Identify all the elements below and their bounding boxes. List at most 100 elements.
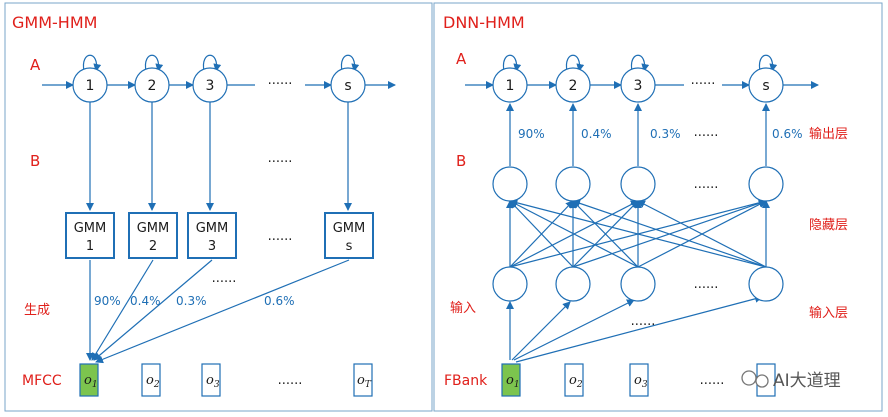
right-obs-ellipsis: ...... <box>700 373 725 388</box>
left-emission-ellipsis: ...... <box>212 271 237 286</box>
gmm-box-3 <box>187 212 237 259</box>
left-obs-ellipsis: ...... <box>278 373 303 388</box>
left-state-ellipsis: ...... <box>268 73 293 88</box>
layer-connections <box>506 198 770 268</box>
left-prob-3: 0.3% <box>176 294 207 308</box>
gmm-box-2-line1: GMM <box>137 221 170 236</box>
left-self-loop-3 <box>202 54 222 72</box>
gmm-hmm-panel: GMM-HMM A B 生成 MFCC 1 2 3 s ...... .....… <box>12 13 396 397</box>
left-title: GMM-HMM <box>12 13 97 32</box>
connection-3-2 <box>572 200 639 268</box>
gmm-box-1 <box>65 212 115 259</box>
left-gmm-ellipsis: ...... <box>268 229 293 244</box>
left-label-a: A <box>30 56 41 74</box>
output-node-3 <box>620 166 656 202</box>
left-state-1-label: 1 <box>86 78 95 94</box>
right-obs-2-label: o2 <box>569 373 583 390</box>
input-layer-ellipsis: ...... <box>694 277 719 292</box>
left-label-generate: 生成 <box>24 303 50 318</box>
connection-4-2 <box>572 199 767 268</box>
left-gen-arrow-s <box>95 259 350 364</box>
left-obs-2 <box>141 363 161 397</box>
left-label-b: B <box>30 152 40 170</box>
left-state-3-label: 3 <box>206 78 215 94</box>
right-input-arrow-s <box>515 294 763 363</box>
right-obs-3 <box>629 363 649 397</box>
layer-label-output: 输出层 <box>809 126 848 142</box>
right-label-a: A <box>456 50 467 68</box>
input-node-1 <box>492 266 528 302</box>
input-node-3 <box>620 266 656 302</box>
left-label-mfcc: MFCC <box>22 373 62 389</box>
left-panel-frame <box>4 2 433 412</box>
right-self-loop-1 <box>502 54 522 72</box>
gmm-box-s-line2: s <box>346 239 353 254</box>
right-prob-ellipsis: ...... <box>694 125 719 140</box>
right-state-2 <box>555 67 591 103</box>
left-gen-arrow-3 <box>93 259 213 361</box>
gmm-box-2 <box>128 212 178 259</box>
right-state-1-label: 1 <box>506 78 515 94</box>
gmm-box-2-line2: 2 <box>149 239 157 254</box>
right-input-arrow-2 <box>511 301 571 361</box>
right-input-ellipsis: ...... <box>631 314 656 329</box>
wechat-bubble-small-icon <box>755 374 769 388</box>
left-gen-arrow-2 <box>91 259 154 361</box>
gmm-box-s <box>324 212 374 259</box>
output-node-1 <box>492 166 528 202</box>
right-state-ellipsis: ...... <box>691 73 716 88</box>
left-self-loop-1 <box>82 54 102 72</box>
gmm-box-3-line2: 3 <box>208 239 216 254</box>
right-prob-s: 0.6% <box>772 127 803 141</box>
right-self-loop-s <box>758 54 778 72</box>
left-obs-2-label: o2 <box>146 373 160 390</box>
right-self-loop-3 <box>630 54 650 72</box>
right-obs-2 <box>564 363 584 397</box>
left-state-2-label: 2 <box>148 78 157 94</box>
left-prob-s: 0.6% <box>264 294 295 308</box>
right-state-3-label: 3 <box>634 78 643 94</box>
input-node-2 <box>555 266 591 302</box>
dnn-hmm-panel: DNN-HMM A B 输入 FBank 输出层 隐藏层 输入层 1 2 3 s… <box>443 13 848 397</box>
gmm-box-1-line2: 1 <box>86 239 94 254</box>
layer-label-input: 输入层 <box>809 305 848 321</box>
right-state-s <box>748 67 784 103</box>
right-label-b: B <box>456 152 466 170</box>
right-input-arrow-3 <box>513 299 635 361</box>
right-title: DNN-HMM <box>443 13 525 32</box>
right-prob-2: 0.4% <box>581 127 612 141</box>
right-panel-frame <box>433 2 883 412</box>
left-obs-1-label: o1 <box>84 373 98 390</box>
connection-3-1 <box>509 200 639 268</box>
right-label-input: 输入 <box>450 300 476 316</box>
connection-4-3 <box>637 200 767 268</box>
left-self-loop-s <box>340 54 360 72</box>
left-b-ellipsis: ...... <box>268 151 293 166</box>
right-obs-3-label: o3 <box>634 373 648 390</box>
right-state-2-label: 2 <box>569 78 578 94</box>
output-layer-ellipsis: ...... <box>694 177 719 192</box>
left-prob-2: 0.4% <box>130 294 161 308</box>
right-self-loop-2 <box>565 54 585 72</box>
right-state-1 <box>492 67 528 103</box>
connection-2-1 <box>509 200 574 268</box>
right-label-fbank: FBank <box>444 373 488 389</box>
output-node-2 <box>555 166 591 202</box>
right-prob-3: 0.3% <box>650 127 681 141</box>
output-node-s <box>748 166 784 202</box>
left-self-loop-2 <box>144 54 164 72</box>
left-state-s-label: s <box>344 78 351 94</box>
right-obs-1-label: o1 <box>506 373 520 390</box>
input-node-s <box>748 266 784 302</box>
right-obs-1 <box>501 363 521 397</box>
gmm-box-3-line1: GMM <box>196 221 229 236</box>
gmm-box-1-line1: GMM <box>74 221 107 236</box>
gmm-box-s-line1: GMM <box>333 221 366 236</box>
wechat-bubble-icon <box>741 370 757 386</box>
left-obs-3-label: o3 <box>206 373 220 390</box>
right-prob-1: 90% <box>518 127 545 141</box>
watermark-text: AI大道理 <box>773 371 841 391</box>
left-obs-3 <box>201 363 221 397</box>
